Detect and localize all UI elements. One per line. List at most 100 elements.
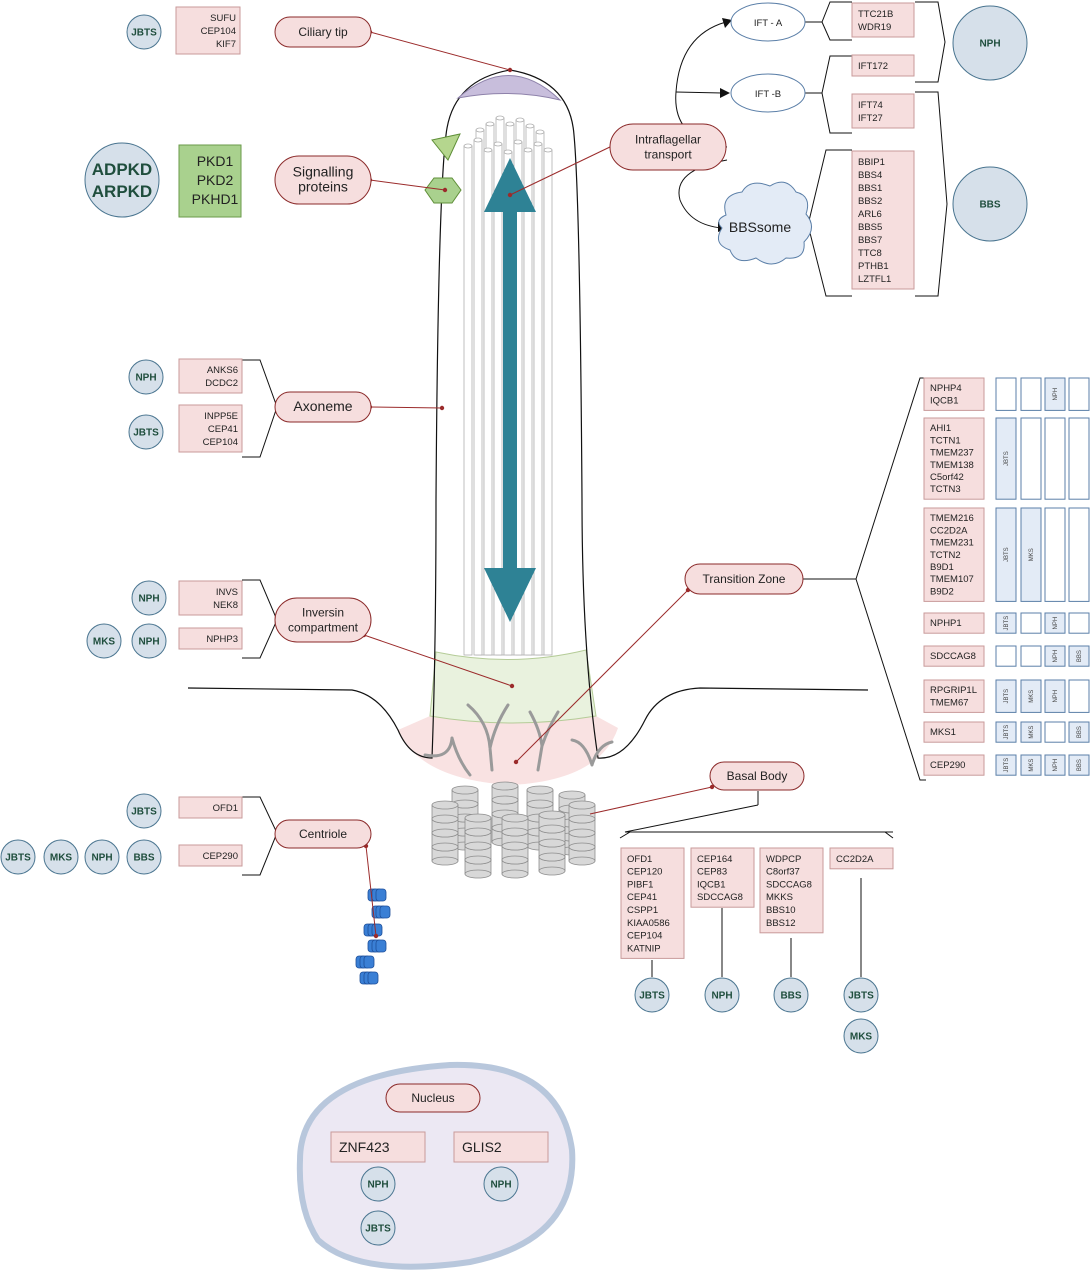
microtubule	[493, 141, 503, 656]
disease-label: MKS	[850, 1032, 873, 1043]
gene-label: C5orf42	[930, 472, 964, 483]
tz-disease-cell: BBS	[1068, 754, 1090, 776]
microtubule	[543, 147, 553, 656]
gene-label: CEP290	[930, 760, 965, 771]
basal-body-genes-1-box	[620, 847, 685, 959]
tz-disease-cell	[1044, 721, 1066, 743]
tz-disease-cell: JBTS	[995, 679, 1017, 713]
tz-disease-label: MKS	[1029, 726, 1035, 739]
basal-body-genes-2-box	[690, 847, 755, 908]
ciliary-tip-label: Ciliary tip	[274, 16, 372, 48]
disease-label: NPH	[979, 39, 1000, 50]
gene-label: OFD1	[213, 803, 238, 814]
tz-disease-label: BBS	[1077, 726, 1083, 738]
gene-label: BBIP1	[858, 157, 885, 168]
disease-label: NPH	[91, 853, 112, 864]
basal-cylinder	[431, 800, 459, 866]
gene-label: CEP290	[203, 851, 238, 862]
basal-body-cylinders	[431, 781, 596, 879]
disease-jbts: JBTS	[0, 839, 36, 875]
disease-jbts: JBTS	[126, 14, 162, 50]
gene-label: CC2D2A	[930, 525, 968, 536]
gene-label: KIF7	[216, 39, 236, 50]
tz-disease-label: MKS	[1029, 759, 1035, 772]
signalling-proteins-label-label: proteins	[298, 179, 348, 195]
signalling-genes-box	[178, 144, 242, 218]
gene-label: ZNF423	[339, 1139, 390, 1155]
disease-label: NPH	[138, 637, 159, 648]
centriole-jbts-genes-box	[178, 796, 243, 819]
axoneme-nph-genes-box	[178, 358, 243, 394]
tz-genes-tz5-box	[923, 645, 985, 667]
tz-disease-cell	[1020, 377, 1042, 411]
disease-label: ARPKD	[92, 182, 152, 201]
gene-label: CC2D2A	[836, 854, 874, 865]
microtubule	[523, 147, 533, 656]
gene-label: BBS4	[858, 170, 882, 181]
basal-body-genes-3-box	[759, 847, 824, 934]
disease-jbts: JBTS	[634, 977, 670, 1013]
tz-disease-cell: JBTS	[995, 721, 1017, 743]
tz-disease-label: MKS	[1029, 690, 1035, 703]
basal-body-genes-4: CC2D2A	[829, 847, 894, 870]
tz-genes-tz1-box	[923, 377, 985, 411]
disease-label: JBTS	[133, 428, 159, 439]
centriole-label: Centriole	[274, 819, 372, 849]
gene-label: BBS12	[766, 918, 796, 929]
tz-disease-cell	[1044, 417, 1066, 500]
gene-label: CEP104	[201, 26, 236, 37]
disease-label: MKS	[93, 637, 116, 648]
gene-label: TMEM216	[930, 513, 974, 524]
gene-label: LZTFL1	[858, 274, 891, 285]
tz-disease-label: JBTS	[1004, 451, 1010, 466]
nucleus-label: Nucleus	[385, 1083, 481, 1113]
gene-label: OFD1	[627, 854, 652, 865]
tz-disease-label: NPH	[1053, 690, 1059, 703]
gene-label: DCDC2	[205, 378, 238, 389]
gene-label: GLIS2	[462, 1139, 502, 1155]
disease-bbs: BBS	[952, 166, 1028, 242]
gene-label: TTC21B	[858, 9, 893, 20]
gene-label: SDCCAG8	[697, 892, 743, 903]
ift-a-genes-box	[851, 2, 915, 38]
bbsome-genes: BBIP1BBS4BBS1BBS2ARL6BBS5BBS7TTC8PTHB1LZ…	[851, 150, 915, 290]
disease-jbts: JBTS	[128, 414, 164, 450]
tz-genes-tz7-box	[923, 721, 985, 743]
gene-label: BBS2	[858, 196, 882, 207]
disease-label: JBTS	[5, 853, 31, 864]
tz-disease-cell: JBTS	[995, 507, 1017, 602]
tz-disease-cell	[1068, 377, 1090, 411]
gene-label: CEP104	[203, 437, 238, 448]
disease-label: JBTS	[639, 991, 665, 1002]
basal-body-genes-1: OFD1CEP120PIBF1CEP41CSPP1KIAA0586CEP104K…	[620, 847, 685, 959]
gene-label: CEP104	[627, 931, 662, 942]
disease-mks: MKS	[843, 1018, 879, 1054]
tz-disease-label: BBS	[1077, 650, 1083, 662]
tz-disease-label: MKS	[1029, 548, 1035, 561]
gene-label: PKD2	[197, 172, 234, 188]
tz-genes-tz7: MKS1	[923, 721, 985, 743]
microtubule	[463, 143, 473, 656]
centriole-cylinders	[355, 888, 391, 985]
centriole-cylinder	[367, 939, 387, 953]
gene-label: BBS5	[858, 222, 882, 233]
bbsome-genes-box	[851, 150, 915, 290]
gene-label: ANKS6	[207, 365, 238, 376]
gene-label: CEP164	[697, 854, 732, 865]
gene-label: PIBF1	[627, 879, 653, 890]
tz-disease-cell	[1068, 679, 1090, 713]
centriole-cylinder	[371, 905, 391, 919]
gene-label: PKD1	[197, 153, 234, 169]
gene-label: MKKS	[766, 892, 793, 903]
bbsome-cloud	[717, 181, 812, 265]
tz-disease-cell	[1068, 417, 1090, 500]
disease-label: BBS	[780, 991, 801, 1002]
ift-b-ellipse	[730, 73, 806, 113]
tz-disease-cell	[1020, 612, 1042, 634]
inversin-mks-genes: NPHP3	[178, 627, 243, 650]
